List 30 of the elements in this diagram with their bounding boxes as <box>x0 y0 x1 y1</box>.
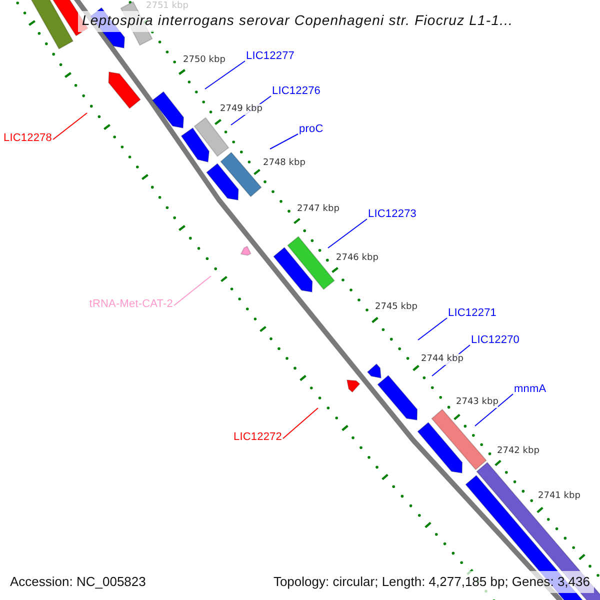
leader-line <box>174 276 212 306</box>
kbp-tick-label: 2747 kbp <box>297 204 340 215</box>
kbp-tick-label: 2742 kbp <box>497 446 540 457</box>
kbp-tick-label: 2746 kbp <box>336 253 378 264</box>
leader-line <box>52 112 88 140</box>
kbp-tick-label: 2743 kbp <box>456 397 498 408</box>
leader-line <box>328 218 368 248</box>
gene-label: LIC12270 <box>471 334 520 347</box>
kbp-tick-label: 2744 kbp <box>421 354 464 365</box>
accession-text: Accession: NC_005823 <box>9 573 147 591</box>
gene-label: LIC12271 <box>448 307 497 320</box>
gene-label: LIC12277 <box>246 50 295 63</box>
leader-line <box>418 318 448 340</box>
kbp-tick-label: 2750 kbp <box>183 55 226 66</box>
leader-line <box>282 408 318 439</box>
kbp-tick-label: 2749 kbp <box>220 104 262 115</box>
gene-label: LIC12273 <box>368 208 417 221</box>
kbp-tick-label: 2748 kbp <box>263 158 306 169</box>
leader-line <box>270 134 298 150</box>
gene-label: LIC12278 <box>3 132 52 145</box>
gene-label: proC <box>299 123 324 136</box>
leader-line <box>204 60 246 90</box>
kbp-tick-label: 2745 kbp <box>375 302 418 313</box>
gene-label: LIC12276 <box>272 85 321 98</box>
kbp-tick-label: 2741 kbp <box>538 491 580 502</box>
gene-label: tRNA-Met-CAT-2 <box>89 298 173 311</box>
leader-line <box>474 394 514 426</box>
kbp-tick-label: 2751 kbp <box>146 1 188 12</box>
gene-label: LIC12272 <box>233 431 282 444</box>
gene-label: mnmA <box>514 383 546 396</box>
